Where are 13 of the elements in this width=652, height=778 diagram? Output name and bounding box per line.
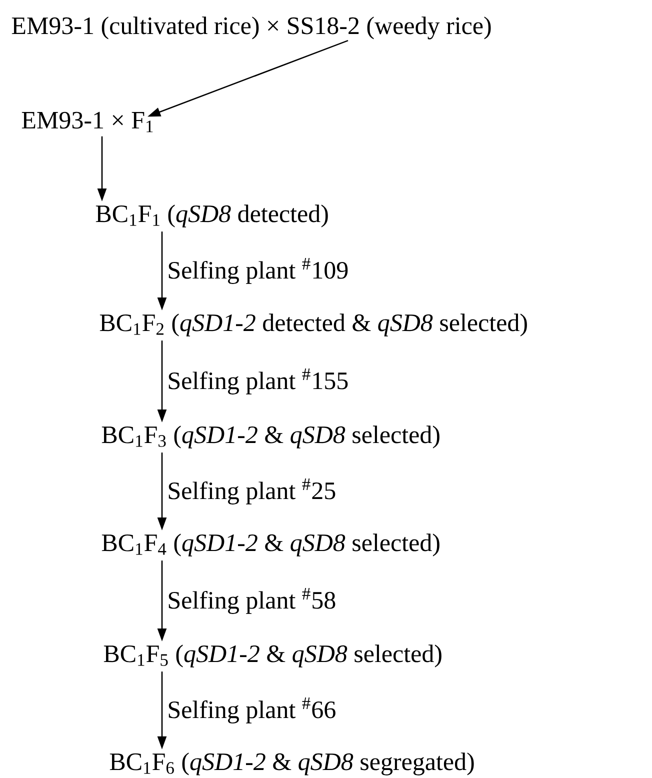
edge-label: Selfing plant $^{#}$58 [168, 588, 336, 614]
edge-label: Selfing plant $^{#}$155 [168, 368, 348, 394]
generation-label: BC$_{1}$F$_{4}$ (qSD1-2 & qSD8 selected) [102, 534, 440, 556]
generation-label: BC$_{1}$F$_{5}$ (qSD1-2 & qSD8 selected) [104, 644, 442, 668]
edge-label: Selfing plant $^{#}$66 [168, 698, 336, 724]
generation-label: BC$_{1}$F$_{6}$ (qSD1-2 & qSD8 segregated) [110, 752, 474, 776]
edge-label: Selfing plant $^{#}$109 [168, 258, 348, 284]
edge-label: Selfing plant $^{#}$25 [168, 478, 336, 504]
generation-label: EM93-1 (cultivated rice) × SS18-2 (weedy rice) [12, 16, 491, 40]
generation-label: BC$_{1}$F$_{1}$ (qSD8 detected) [96, 204, 328, 228]
generation-label: BC$_{1}$F$_{2}$ (qSD1-2 detected & qSD8 selected) [100, 314, 527, 336]
generation-label: EM93-1 × F$_{1}$ [22, 112, 153, 132]
generation-label: BC$_{1}$F$_{3}$ (qSD1-2 & qSD8 selected) [102, 426, 440, 448]
